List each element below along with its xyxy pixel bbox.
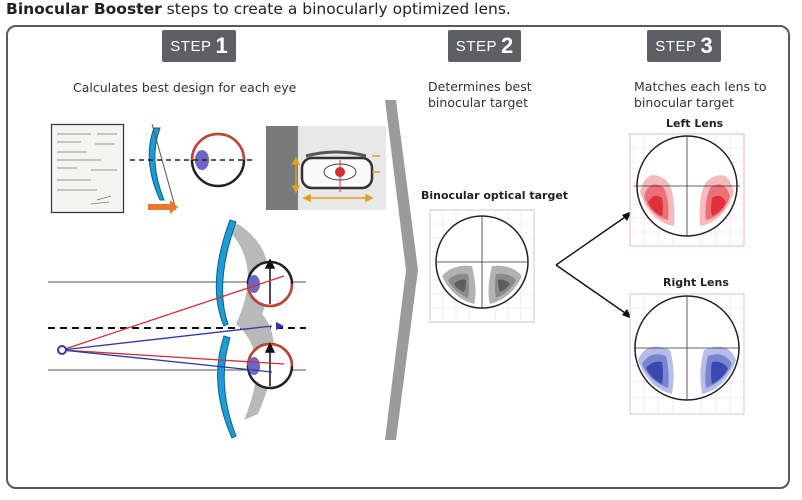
step-3-caption-line1: Matches each lens to	[634, 79, 767, 94]
binocular-target-label: Binocular optical target	[421, 189, 569, 202]
binocular-target-plot	[429, 209, 535, 323]
step-2-caption-line1: Determines best	[428, 79, 532, 94]
step-2-caption-line2: binocular target	[428, 95, 529, 110]
face-glasses-photo	[266, 126, 386, 210]
heading-brand: Binocular Booster	[6, 0, 162, 18]
prescription-sheet-icon	[50, 123, 125, 214]
page-heading: Binocular Booster steps to create a bino…	[6, 0, 511, 18]
step-3-caption: Matches each lens to binocular target	[634, 79, 767, 111]
lens-eye-small-diagram	[130, 123, 252, 214]
heading-text: steps to create a binocularly optimized …	[161, 0, 511, 18]
binocular-ray-diagram	[48, 219, 306, 439]
step-2-number: 2	[500, 33, 514, 58]
step-3-number: 3	[700, 33, 713, 58]
left-lens-label: Left Lens	[666, 117, 724, 130]
step-1-number: 1	[215, 33, 228, 58]
diagram-frame	[6, 25, 790, 489]
step-3-word: STEP	[655, 37, 697, 55]
step-1-word: STEP	[170, 37, 212, 55]
target-to-lens-arrows	[555, 211, 632, 319]
right-lens-label: Right Lens	[663, 276, 729, 289]
right-lens-plot	[629, 293, 745, 415]
step-2-caption: Determines best binocular target	[428, 79, 532, 111]
step-2-word: STEP	[455, 37, 497, 55]
step-1-caption: Calculates best design for each eye	[73, 80, 297, 95]
step-3-caption-line2: binocular target	[634, 95, 735, 110]
left-lens-plot	[629, 133, 745, 247]
